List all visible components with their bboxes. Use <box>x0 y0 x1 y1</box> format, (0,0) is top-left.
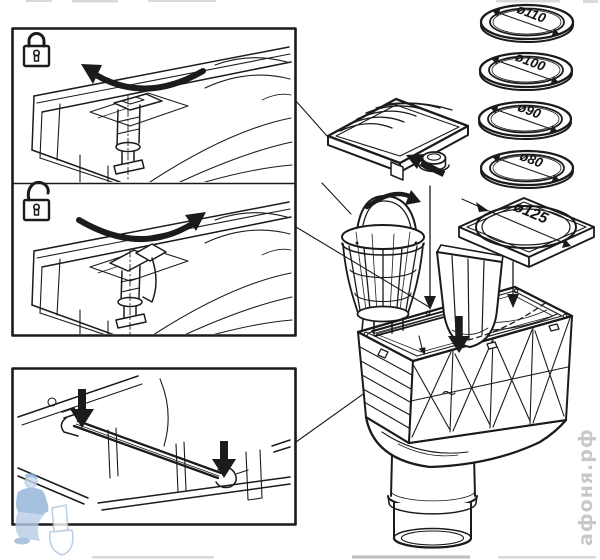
panel-frame-bottom <box>11 367 297 526</box>
tank-cover-drawing <box>31 46 293 182</box>
leaf-basket <box>341 195 425 334</box>
crossbar-arrow-icon <box>418 335 426 355</box>
rotate-clockwise-arrow-icon <box>76 212 206 242</box>
edge-remnants <box>26 0 598 559</box>
step-panel-unlock <box>22 180 293 335</box>
instruction-panels <box>11 27 297 526</box>
cap-insert-arrow-icon <box>406 154 446 177</box>
rotate-counterclockwise-arrow-icon <box>81 64 206 92</box>
toilet-figure <box>51 504 69 533</box>
flange-clip <box>486 341 498 350</box>
adapter-disc-100: ø100 <box>478 49 574 91</box>
lock-closed-icon <box>22 32 51 68</box>
grate-lock-tab <box>390 161 404 181</box>
funnel-insert <box>436 244 504 348</box>
step-panel-lock <box>22 32 293 182</box>
latch-mechanism-locked <box>113 93 163 181</box>
flange-clip <box>548 323 560 332</box>
watermark-text: афоня.рф <box>575 428 597 546</box>
plumber-mascot <box>14 473 74 556</box>
adapter-disc-90: ø90 <box>477 99 573 140</box>
frame-insert-arrow-icon <box>507 261 519 308</box>
body-sump <box>364 415 568 469</box>
hidden-edge-dashed <box>467 300 549 341</box>
lock-open-icon <box>22 180 51 222</box>
outlet-pipe <box>387 454 478 549</box>
step-panel-crossbar <box>11 367 297 526</box>
handle-fold-arrow-icon <box>364 190 421 210</box>
panel-frame-top <box>11 27 297 337</box>
grate-lid <box>326 97 470 181</box>
drop-in-arrow-icon <box>424 185 436 310</box>
square-frame: ø125 <box>458 197 595 268</box>
latch-mechanism-unlocked <box>109 243 167 335</box>
down-arrow-icon <box>70 389 94 428</box>
flange-clip <box>377 348 389 359</box>
crossbar-drawing <box>17 375 291 511</box>
adapter-disc-110: ø110 <box>479 1 575 43</box>
tank-cover-drawing <box>31 201 293 334</box>
down-arrow-icon <box>212 441 236 478</box>
adapter-disc-80: ø80 <box>479 148 575 189</box>
funnel-down-arrow-icon <box>448 316 470 353</box>
